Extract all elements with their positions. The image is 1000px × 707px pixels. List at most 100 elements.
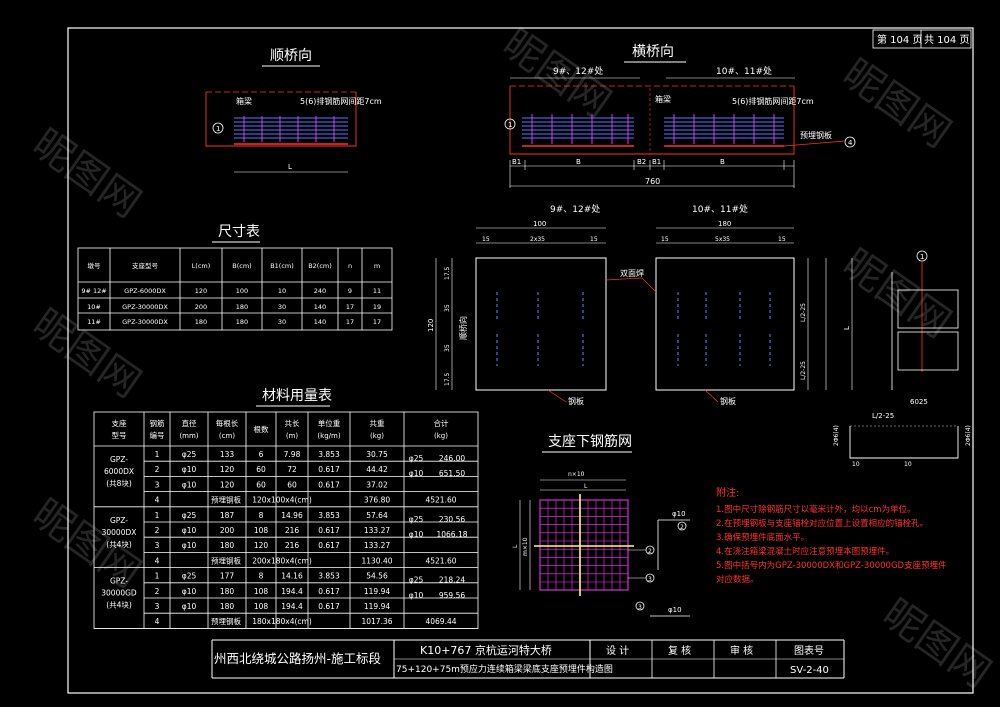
dims-cell: 180 bbox=[236, 318, 248, 326]
mat-header: 每根长 bbox=[216, 418, 239, 428]
mat-cell: 60 bbox=[256, 480, 266, 489]
mat-header: 合计 bbox=[434, 418, 449, 428]
plan-left-group: 9#、12#处 bbox=[550, 203, 600, 215]
dims-header: B(cm) bbox=[232, 262, 251, 270]
mat-cell: 54.56 bbox=[366, 572, 388, 581]
mat-sum-dia: φ25 bbox=[409, 515, 424, 524]
mat-header-unit: (kg/m) bbox=[317, 432, 340, 440]
watermark-7: 昵图网 bbox=[874, 591, 999, 698]
plan-right-width: 180 bbox=[718, 220, 731, 228]
long-rows-label: 5(6)排钢筋网间距7cm bbox=[300, 96, 382, 106]
mat-model: GPZ- bbox=[110, 516, 128, 525]
dims-cell: 17 bbox=[346, 318, 354, 326]
mat-cell: φ25 bbox=[182, 511, 197, 520]
plan-left-sub-1: 15 bbox=[482, 236, 490, 243]
trans-dim-total: 760 bbox=[645, 177, 660, 186]
svg-text:2: 2 bbox=[680, 524, 684, 531]
mat-cell: 1 bbox=[155, 572, 160, 581]
dims-cell: 140 bbox=[314, 318, 326, 326]
dims-header: B2(cm) bbox=[308, 262, 332, 270]
mat-model: GPZ- bbox=[110, 577, 128, 586]
note-line-6: 对应数据。 bbox=[716, 574, 759, 585]
mat-cell: 0.617 bbox=[318, 480, 340, 489]
mat-cell: 108 bbox=[254, 526, 269, 535]
trans-dim-b2: B2 bbox=[637, 158, 646, 166]
longitudinal-view: 顺桥向 箱梁 5(6)排钢筋网间距7cm 1 L bbox=[205, 48, 382, 173]
mat-model: 30000DX bbox=[102, 528, 137, 537]
mat-cell: 133.27 bbox=[364, 541, 390, 550]
mat-cell: 200 bbox=[220, 526, 235, 535]
mat-cell: 14.16 bbox=[281, 572, 303, 581]
mat-count: (共8块) bbox=[106, 478, 132, 488]
tb-drawing-no: SV-2-40 bbox=[790, 665, 829, 676]
trans-right-group: 10#、11#处 bbox=[716, 65, 772, 77]
dims-header: n bbox=[348, 262, 352, 270]
mat-cell: 60 bbox=[287, 480, 297, 489]
trans-dim-br: B bbox=[720, 158, 725, 166]
mat-cell: 8 bbox=[259, 511, 264, 520]
material-table-title: 材料用量表 bbox=[262, 388, 332, 404]
dims-header: m bbox=[374, 262, 380, 270]
plan-left-width: 100 bbox=[533, 220, 546, 228]
dims-header: 支座型号 bbox=[132, 261, 159, 270]
watermark-6: 昵图网 bbox=[834, 241, 959, 348]
dims-cell: 180 bbox=[236, 303, 248, 311]
mat-header-unit: (cm) bbox=[219, 432, 235, 440]
trans-plate-label: 预埋钢板 bbox=[800, 130, 832, 140]
mat-header: 编号 bbox=[150, 430, 165, 440]
tb-approve: 审 核 bbox=[730, 644, 753, 657]
plan-plate-label: 钢板 bbox=[568, 396, 584, 406]
dims-cell: GPZ-30000DX bbox=[122, 318, 168, 326]
svg-text:4: 4 bbox=[848, 139, 853, 147]
mat-cell: 60 bbox=[256, 465, 266, 474]
dims-header: B1(cm) bbox=[270, 262, 294, 270]
note-line-3: 3.确保预埋件底面水平。 bbox=[716, 532, 809, 543]
mat-count: (共4块) bbox=[106, 539, 132, 549]
anchor-d1: 10 bbox=[852, 461, 860, 468]
dims-cell: 9 bbox=[348, 287, 352, 295]
mat-plate-spec: 120x100x4(cm) bbox=[252, 496, 312, 505]
tb-design: 设 计 bbox=[606, 644, 629, 657]
mat-cell: 3.853 bbox=[318, 572, 340, 581]
notes: 附注: 1.图中尺寸除钢筋尺寸以毫米计外，均以cm为单位。 2.在预埋钢板与支座… bbox=[716, 486, 947, 585]
mat-header: 根数 bbox=[254, 424, 269, 434]
tb-review: 复 核 bbox=[668, 644, 691, 657]
mat-cell: 0.617 bbox=[318, 602, 340, 611]
mat-cell: 0.617 bbox=[318, 587, 340, 596]
mat-header-unit: (mm) bbox=[179, 432, 198, 440]
mat-plate-spec: 180x180x4(cm) bbox=[252, 617, 312, 626]
dims-cell: GPZ-30000DX bbox=[122, 303, 168, 311]
mesh-title: 支座下钢筋网 bbox=[548, 433, 632, 450]
mat-sum-val: 218.24 bbox=[439, 576, 465, 585]
mat-sum-dia: φ10 bbox=[409, 530, 424, 539]
mat-cell: 8 bbox=[259, 572, 264, 581]
long-beam-label: 箱梁 bbox=[236, 96, 252, 106]
svg-text:1: 1 bbox=[920, 253, 924, 261]
mat-cell: 6 bbox=[259, 450, 264, 459]
mat-plate-total: 4069.44 bbox=[425, 617, 456, 626]
mesh-bar2: φ10 bbox=[668, 606, 682, 614]
plan-left-sub-3: 15 bbox=[590, 236, 598, 243]
mat-sum-dia: φ25 bbox=[409, 576, 424, 585]
mat-sum-dia: φ10 bbox=[409, 469, 424, 478]
page-total: 共 104 页 bbox=[924, 34, 969, 46]
anchor-right-bar: 2Φ6(4) bbox=[965, 425, 972, 446]
plan-axis-label: 顺桥向 bbox=[458, 316, 468, 340]
mat-cell: φ10 bbox=[182, 541, 197, 550]
plan-right-side-2: L/2-25 bbox=[800, 361, 807, 380]
mat-cell: 180 bbox=[220, 587, 235, 596]
mat-cell: 3.853 bbox=[318, 511, 340, 520]
mesh-dim-top: n×10 bbox=[568, 471, 585, 478]
dims-cell: 240 bbox=[314, 287, 326, 295]
trans-left-group: 9#、12#处 bbox=[553, 65, 603, 77]
plan-plate-label-2: 钢板 bbox=[720, 396, 736, 406]
mat-count: (共4块) bbox=[106, 600, 132, 610]
mesh-dim-L2: L bbox=[512, 544, 519, 548]
watermark-5: 昵图网 bbox=[834, 51, 959, 158]
plan-side-1: 17.5 bbox=[444, 266, 451, 280]
plan-right-L: L bbox=[843, 326, 851, 330]
mat-header: 型号 bbox=[112, 431, 127, 440]
plan-right-sub-3: 15 bbox=[778, 236, 786, 243]
mat-plate-total: 4521.60 bbox=[425, 496, 456, 505]
